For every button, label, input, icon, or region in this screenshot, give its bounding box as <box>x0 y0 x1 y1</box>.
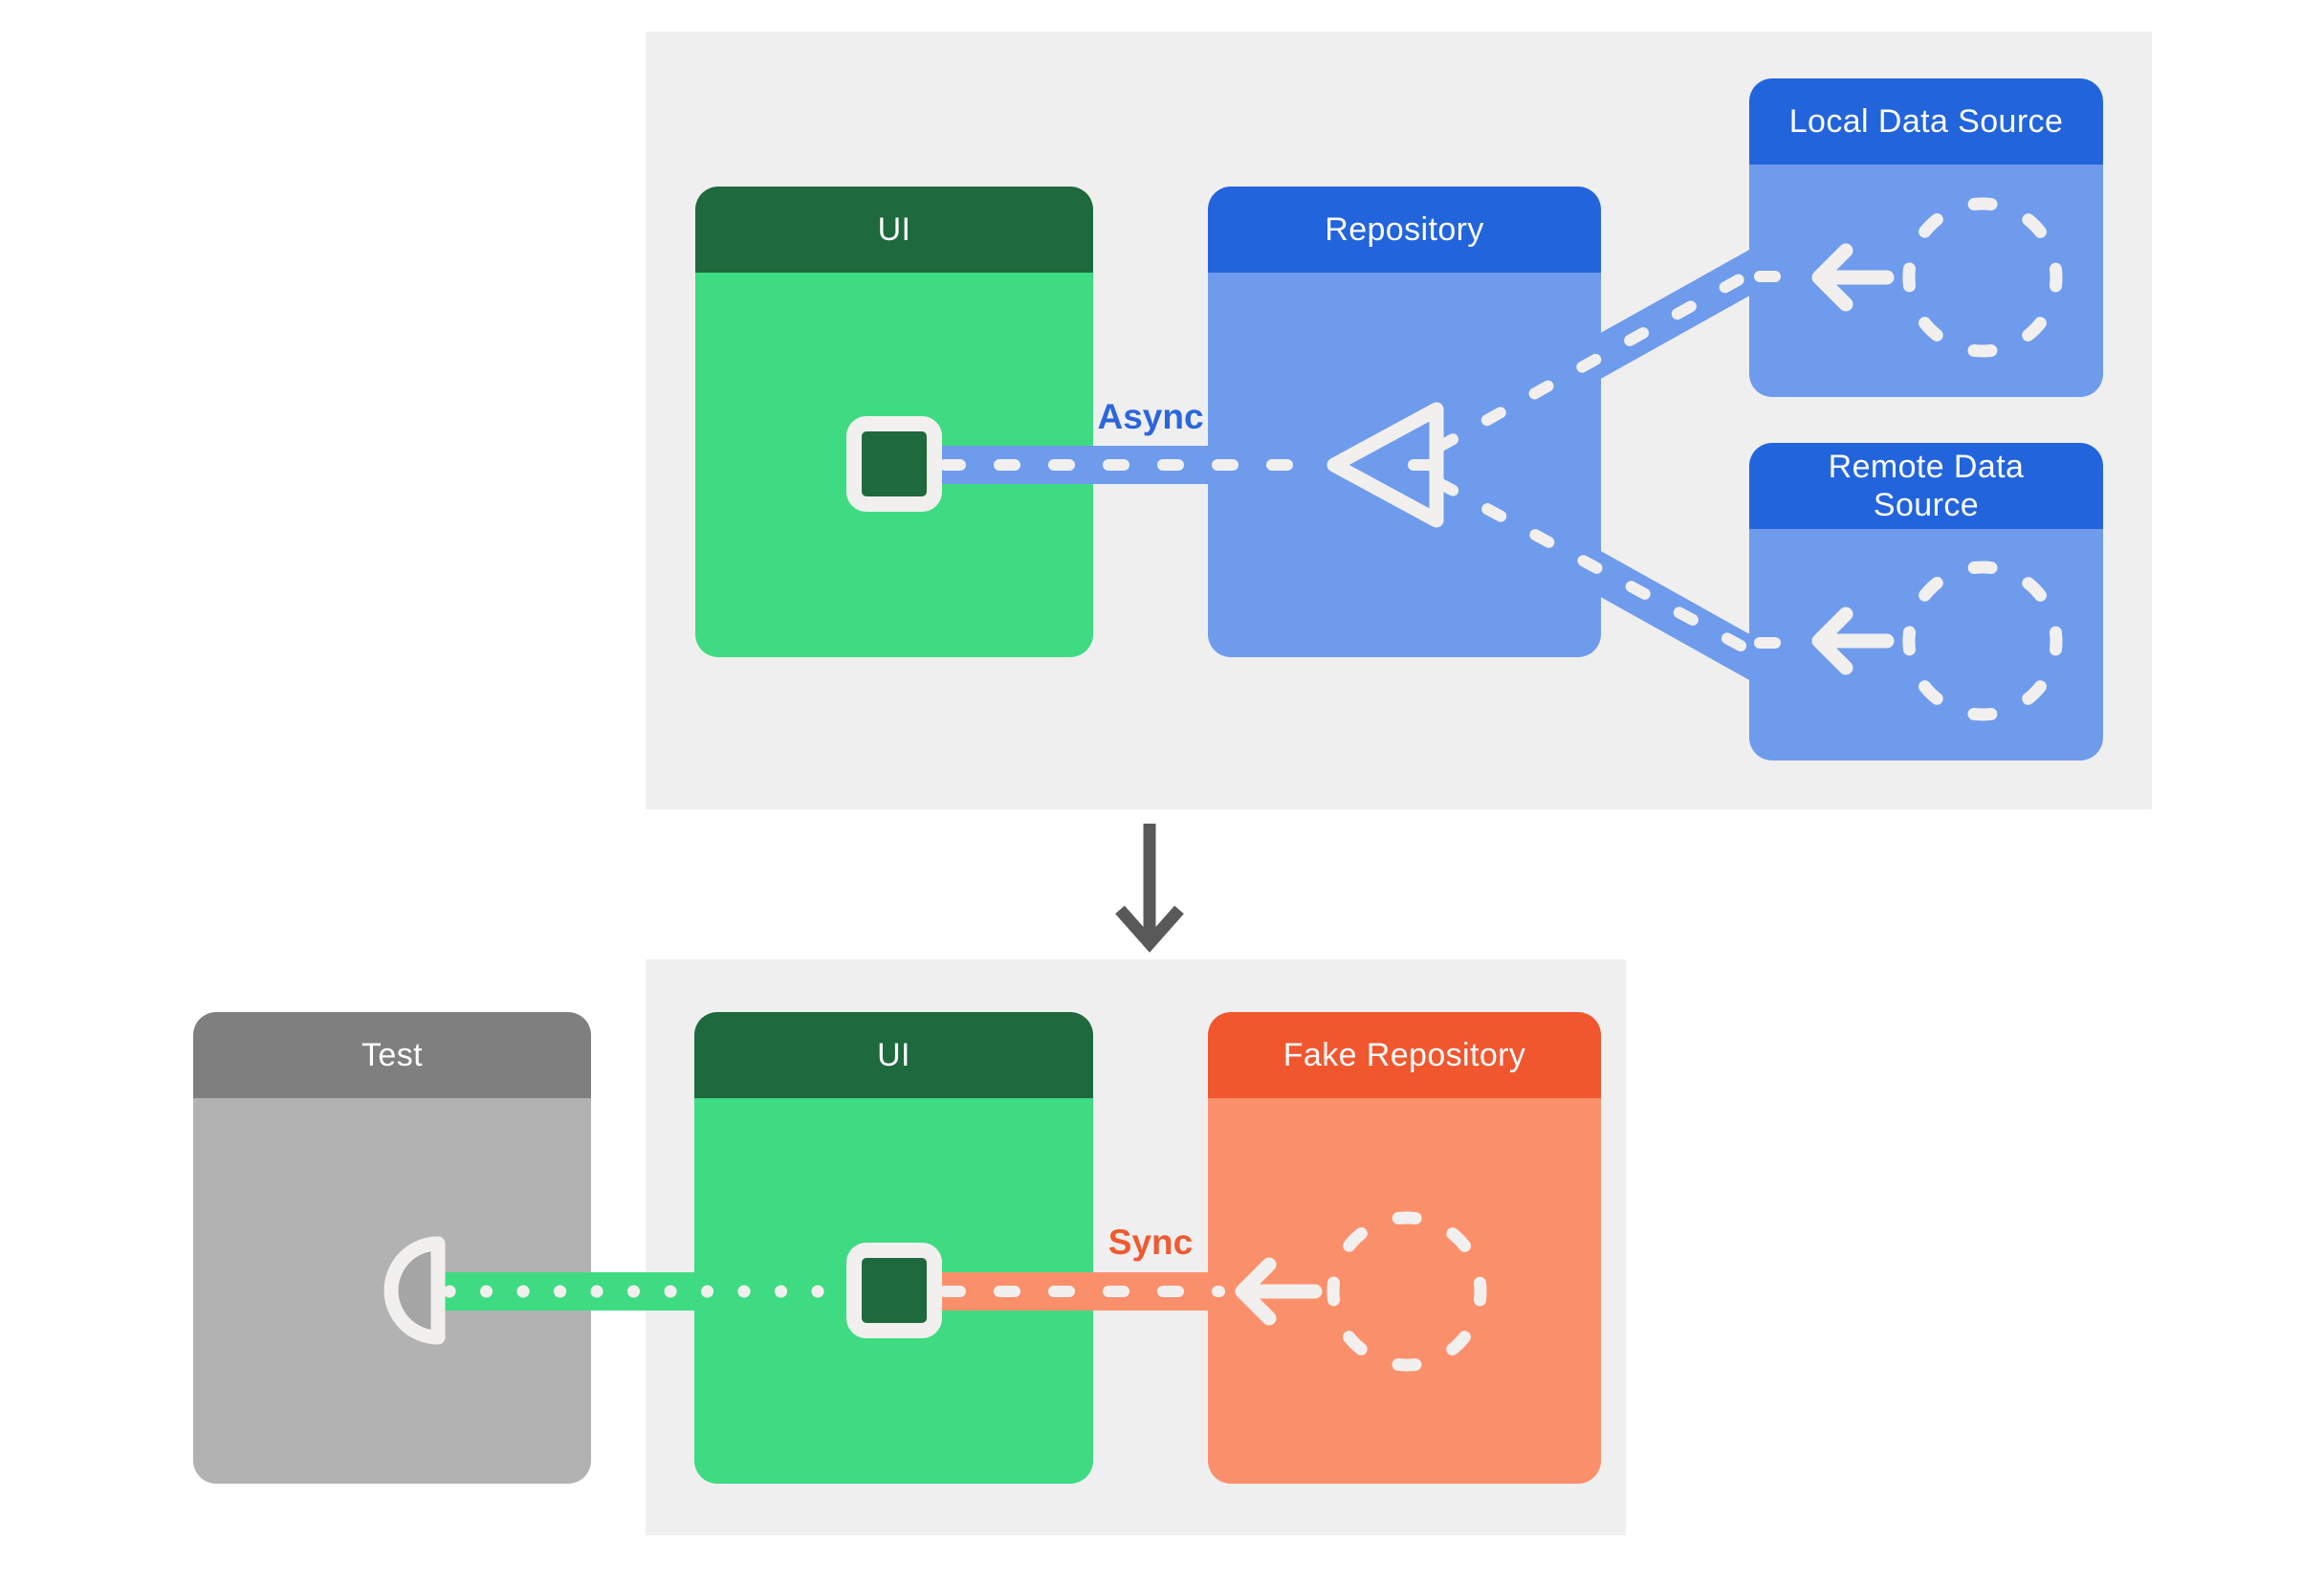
remote-data-source-header: Remote Data Source <box>1749 443 2103 529</box>
ui-card-bottom-header: UI <box>694 1012 1093 1098</box>
ui-card-bottom: UI <box>694 1012 1093 1484</box>
ui-card-bottom-body <box>694 1098 1093 1484</box>
repository-card-header: Repository <box>1208 187 1601 273</box>
remote-data-source-body <box>1749 529 2103 760</box>
sync-label: Sync <box>1107 1223 1194 1262</box>
fake-repository-header: Fake Repository <box>1208 1012 1601 1098</box>
test-card-body <box>193 1098 591 1484</box>
local-data-source-header: Local Data Source <box>1749 78 2103 165</box>
local-data-source-title: Local Data Source <box>1788 102 2064 140</box>
fake-repository-card: Fake Repository <box>1208 1012 1601 1484</box>
async-label: Async <box>1097 397 1204 436</box>
fake-repository-title: Fake Repository <box>1283 1036 1526 1073</box>
repository-card: Repository <box>1208 187 1601 657</box>
test-card-header: Test <box>193 1012 591 1098</box>
repository-card-title: Repository <box>1325 210 1484 248</box>
ui-card-top-title: UI <box>877 210 911 248</box>
down-arrow-icon <box>1115 824 1184 953</box>
test-card: Test <box>193 1012 591 1484</box>
repository-card-body <box>1208 273 1601 657</box>
test-card-title: Test <box>362 1036 423 1073</box>
ui-card-top: UI <box>695 187 1093 657</box>
ui-card-top-header: UI <box>695 187 1093 273</box>
fake-repository-body <box>1208 1098 1601 1484</box>
ui-card-bottom-title: UI <box>877 1036 910 1073</box>
local-data-source-body <box>1749 165 2103 397</box>
remote-data-source-card: Remote Data Source <box>1749 443 2103 760</box>
remote-data-source-title: Remote Data Source <box>1828 448 2025 523</box>
ui-card-top-body <box>695 273 1093 657</box>
local-data-source-card: Local Data Source <box>1749 78 2103 397</box>
